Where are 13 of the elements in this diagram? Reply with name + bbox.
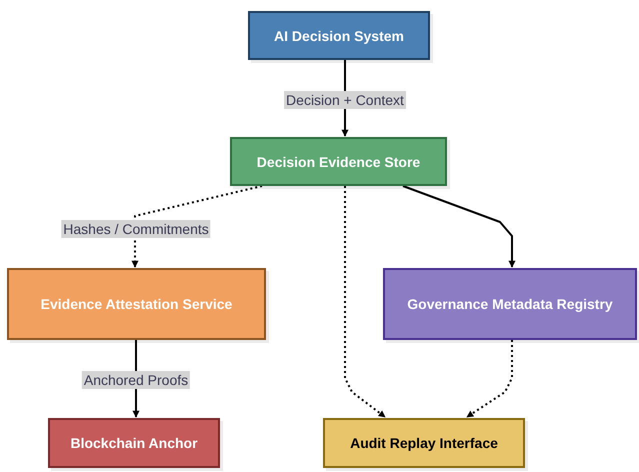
arrow [132,185,262,268]
process-box: Governance Metadata Registry [383,268,637,340]
edge-label: Hashes / Commitments [61,220,211,238]
process-box: AI Decision System [248,11,430,60]
process-box: Audit Replay Interface [323,418,525,468]
edge-label: Decision + Context [284,91,406,109]
arrow [402,185,516,268]
process-box: Blockchain Anchor [48,418,220,468]
arrow [466,340,513,418]
process-box: Evidence Attestation Service [7,268,266,340]
edge-label: Anchored Proofs [82,371,190,389]
process-box: Decision Evidence Store [230,137,447,186]
arrow [344,186,386,418]
